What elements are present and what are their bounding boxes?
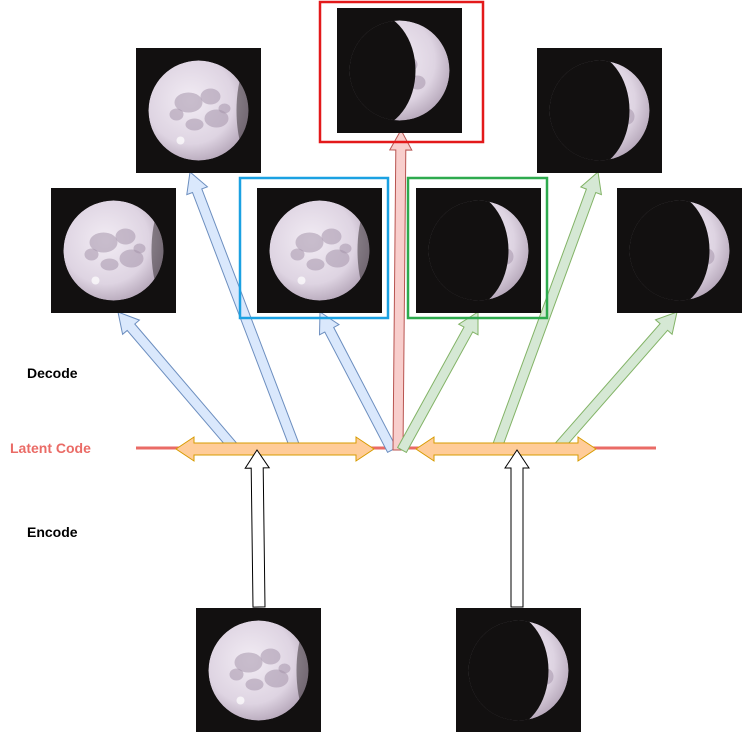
- decode-arrow-inner-right: [396, 311, 479, 454]
- decode-arrow-far-right: [551, 311, 678, 455]
- decode-arrow-inner-left: [318, 311, 398, 453]
- highlight-box-blue: [238, 176, 390, 320]
- decoded-moon-upper-left: [136, 48, 261, 173]
- encode-label: Encode: [27, 524, 78, 540]
- highlight-box-red: [318, 0, 485, 144]
- decoded-moon-inner-right: [416, 188, 541, 313]
- decoded-moon-upper-right: [537, 48, 662, 173]
- encode-arrow-left: [244, 449, 271, 608]
- latent-code-label: Latent Code: [10, 440, 91, 456]
- latent-interpolation-arrow-right: [415, 436, 597, 462]
- highlight-box-green: [406, 176, 549, 320]
- encode-arrow-right: [504, 449, 530, 608]
- input-moon-left: [196, 608, 321, 732]
- decode-arrow-center: [388, 128, 413, 451]
- decode-arrow-upper-left: [186, 171, 302, 453]
- input-moon-right: [456, 608, 581, 732]
- latent-interpolation-arrow-left: [175, 436, 375, 462]
- decode-arrow-far-left: [117, 311, 241, 454]
- decode-label: Decode: [27, 365, 78, 381]
- decoded-moon-center: [337, 8, 462, 133]
- decoded-moon-far-right: [617, 188, 742, 313]
- decoded-moon-inner-left: [257, 188, 382, 313]
- decoded-moon-far-left: [51, 188, 176, 313]
